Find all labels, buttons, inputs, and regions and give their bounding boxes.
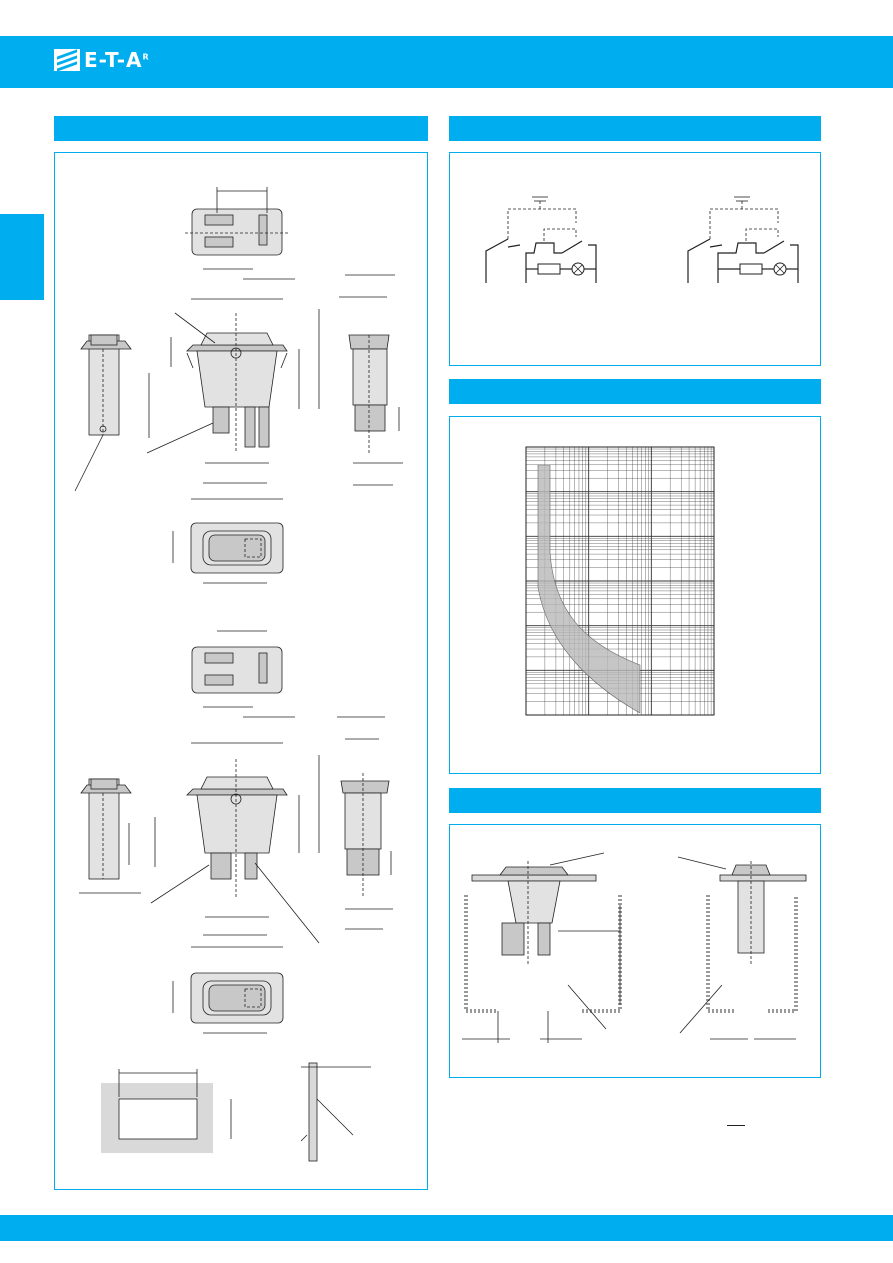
front-view-1 (146, 298, 320, 500)
side-tab (0, 214, 44, 300)
eta-logo-icon (54, 49, 80, 71)
resistor-symbol-icon (537, 263, 561, 275)
section-bar-curve (449, 379, 821, 404)
circuit-diagram-1 (485, 196, 597, 283)
circuit-panel (449, 152, 821, 366)
section-bar-dimensions (54, 116, 428, 141)
trip-curve-graph (525, 446, 715, 716)
bottom-view-1 (172, 522, 284, 584)
header-band (0, 36, 893, 88)
front-view-2 (150, 742, 320, 948)
installation-drawings (462, 852, 807, 1043)
graph-frame (525, 446, 715, 716)
installation-view-2 (677, 856, 807, 1040)
fraction-line (727, 1125, 745, 1126)
side-view-left-2 (79, 778, 141, 894)
side-view-right-1 (339, 274, 403, 486)
curve-panel (449, 416, 821, 774)
side-view-right-2 (337, 716, 393, 930)
section-bar-installation (449, 788, 821, 813)
footer-band (0, 1215, 893, 1241)
trip-curve-band (537, 464, 641, 714)
circuit-diagrams (485, 196, 799, 283)
panel-thickness (300, 1062, 371, 1162)
brand-logo: E-T-AR (54, 47, 150, 73)
top-view-1 (185, 187, 295, 280)
bottom-view-2 (172, 972, 284, 1034)
dimensions-panel (54, 152, 428, 1190)
section-bar-circuit (449, 116, 821, 141)
logo-text: E-T-AR (84, 48, 150, 72)
lamp-symbol-icon (571, 262, 585, 276)
dimension-drawings (74, 187, 403, 1162)
side-view-left-1 (74, 334, 132, 492)
top-view-2 (191, 630, 295, 718)
circuit-diagram-2 (687, 196, 799, 283)
installation-view-1 (462, 852, 622, 1043)
panel-cutout (101, 1069, 232, 1153)
installation-panel (449, 824, 821, 1078)
